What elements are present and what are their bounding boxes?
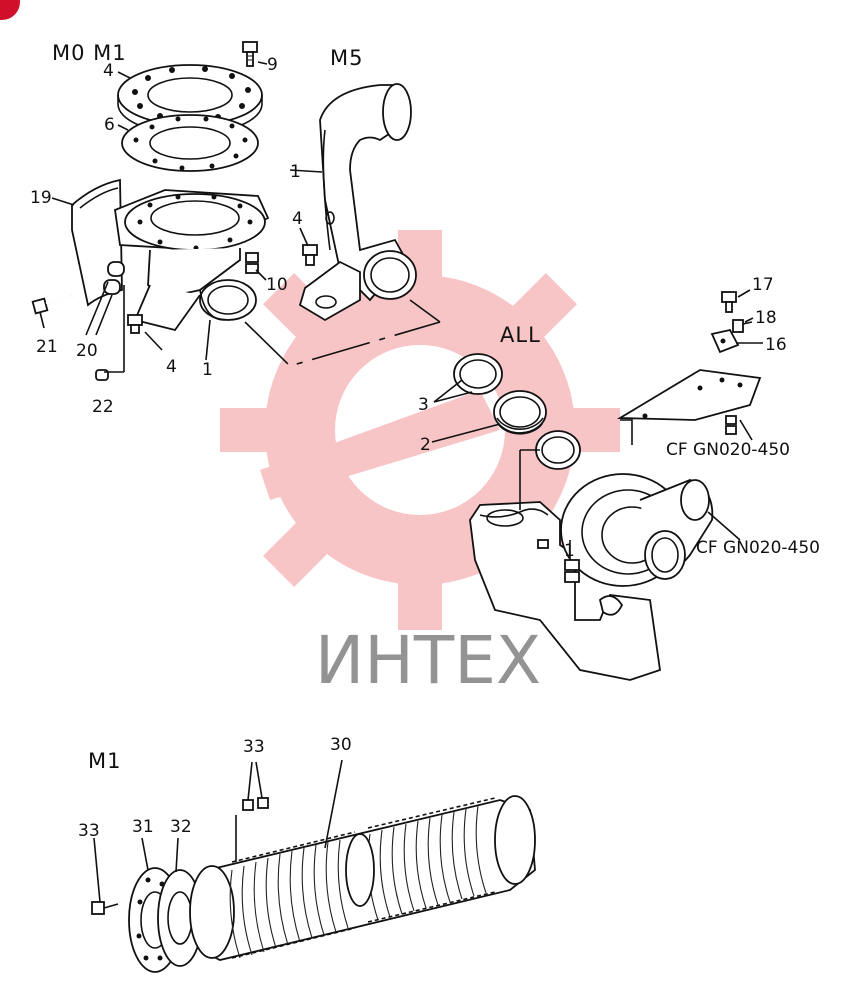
part-9-bolt — [242, 41, 258, 67]
callout-19: 19 — [30, 188, 52, 208]
part-18-bolt — [732, 319, 753, 333]
corner-badge — [0, 0, 20, 20]
part-10-nuts — [245, 252, 259, 274]
heat-shield-plate — [616, 369, 762, 435]
variant-label-m0m1: M0 M1 — [52, 41, 127, 65]
callout-21: 21 — [36, 337, 58, 357]
part-17-bolt — [721, 291, 737, 313]
callout-33-upper: 33 — [243, 737, 265, 757]
callout-1-turbo: 1 — [564, 541, 575, 561]
assembly-line-2 — [409, 299, 441, 323]
part-4-bolt-left — [127, 314, 143, 334]
part-33-bolt-left — [91, 901, 119, 915]
callout-30: 30 — [330, 735, 352, 755]
part-1-elbow-m5 — [298, 83, 417, 322]
variant-label-m5: M5 — [330, 46, 363, 70]
callout-9: 9 — [267, 55, 278, 75]
callout-6: 6 — [104, 115, 115, 135]
part-4-bolt-right — [302, 244, 318, 266]
leader-lines — [39, 61, 763, 903]
part-33-nuts-upper — [242, 797, 269, 811]
callout-4-left: 4 — [166, 357, 177, 377]
callout-2: 2 — [420, 435, 431, 455]
part-1-elbow-m0m1 — [103, 189, 270, 332]
part-3-ring-lower — [535, 430, 581, 470]
part-16-bracket — [710, 328, 740, 354]
callout-22: 22 — [92, 397, 114, 417]
part-2-bellows-ring — [493, 390, 547, 435]
part-3-ring-upper — [453, 353, 503, 395]
callout-16: 16 — [765, 335, 787, 355]
watermark-logo — [220, 230, 620, 630]
callout-7: 4 — [103, 61, 114, 81]
reference-cf-upper: CF GN020-450 — [666, 440, 790, 460]
callout-20: 20 — [76, 341, 98, 361]
callout-32: 32 — [170, 817, 192, 837]
turbocharger-assembly — [469, 419, 714, 681]
reference-cf-lower: CF GN020-450 — [696, 538, 820, 558]
part-30-bellows-joint — [189, 795, 536, 961]
callout-4-right: 4 — [292, 209, 303, 229]
callout-3: 3 — [418, 395, 429, 415]
variant-label-all: ALL — [500, 323, 541, 347]
callout-1-m0m1: 1 — [202, 360, 213, 380]
callout-17: 17 — [752, 275, 774, 295]
callout-10: 10 — [266, 275, 288, 295]
part-21-bolt — [31, 295, 73, 315]
callout-1-m5: 1 — [290, 162, 301, 182]
part-6-gasket — [121, 114, 259, 172]
callout-33-left: 33 — [78, 821, 100, 841]
variant-label-m1: M1 — [88, 749, 121, 773]
callout-31: 31 — [132, 817, 154, 837]
assembly-line-1 — [244, 321, 441, 367]
watermark-text: ИНТЕХ — [315, 622, 541, 699]
callout-18: 18 — [755, 308, 777, 328]
